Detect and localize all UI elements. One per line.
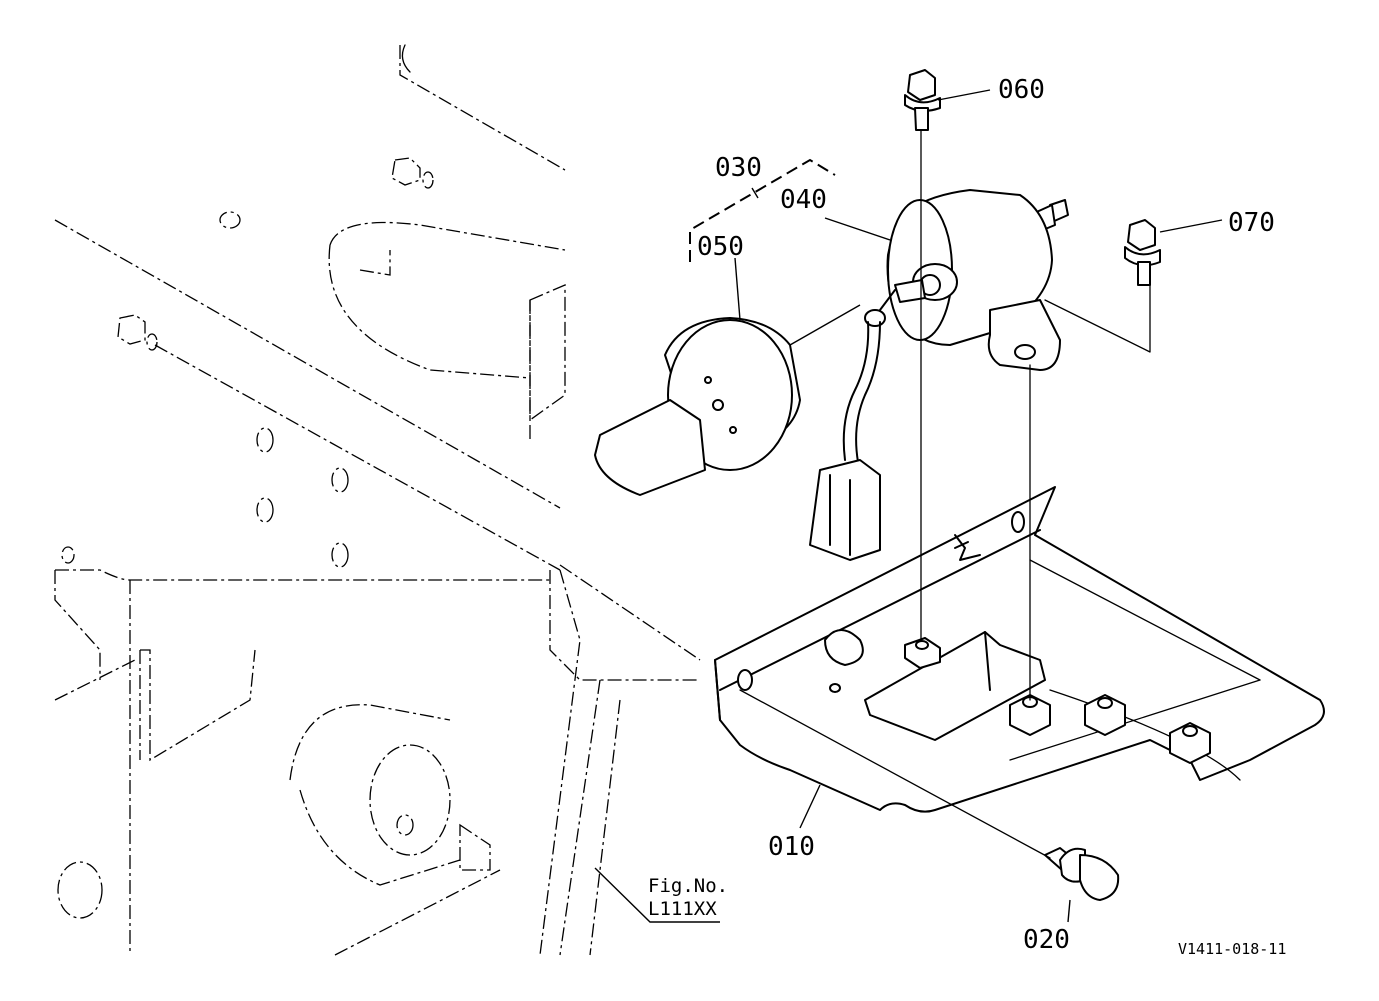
part-label-020: 020: [1023, 925, 1070, 955]
pump-cover: [594, 317, 801, 496]
part-label-010: 010: [768, 832, 815, 862]
figure-ref-title: Fig.No.: [648, 875, 729, 897]
bracket-plate: [714, 486, 1325, 813]
bolt-right: [1029, 219, 1161, 701]
part-label-050: 050: [697, 232, 744, 262]
part-label-060: 060: [998, 75, 1045, 105]
bolt-top: [904, 69, 941, 641]
drawing-code: V1411-018-11: [1178, 940, 1287, 958]
part-label-030: 030: [715, 153, 762, 183]
weld-nuts: [904, 637, 1211, 764]
bolt-bottom: [739, 689, 1120, 901]
chassis-frame: [54, 44, 701, 956]
wire-harness: [809, 289, 896, 561]
fuel-pump: [886, 189, 1069, 371]
part-label-070: 070: [1228, 208, 1275, 238]
part-label-040: 040: [780, 185, 827, 215]
figure-ref-number: L111XX: [648, 898, 717, 920]
leader-lines: [594, 89, 1223, 923]
